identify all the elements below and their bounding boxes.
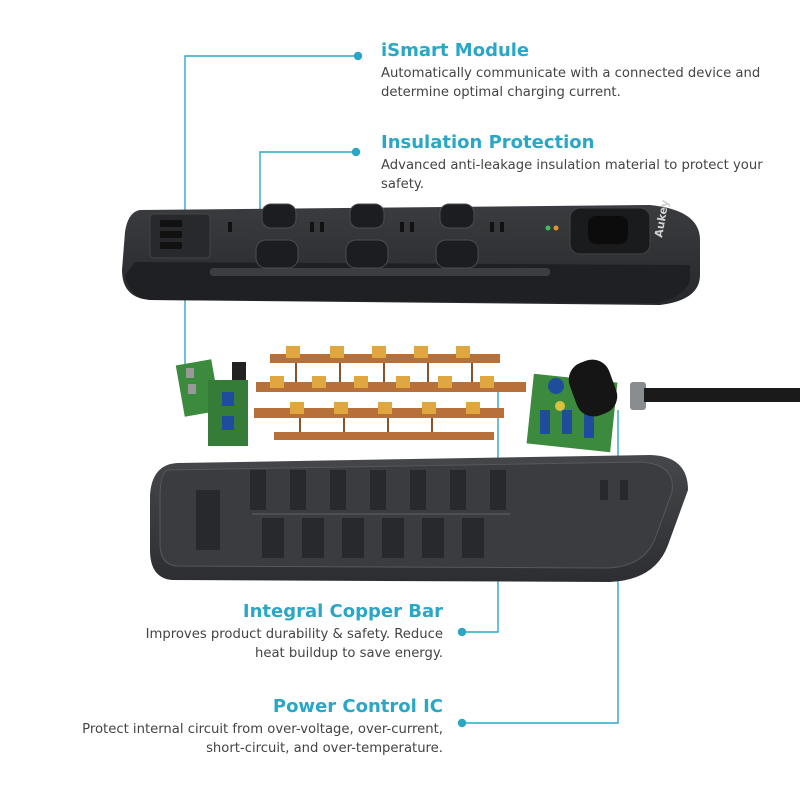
callout-text: Improves product durability & safety. Re… <box>145 627 443 661</box>
brand-logo: Aukey <box>652 199 671 239</box>
indicator-led-green <box>545 225 551 231</box>
copper-bar <box>254 354 526 440</box>
callout-power-control-ic: Power Control IC Protect internal circui… <box>60 696 443 758</box>
callout-insulation-protection: Insulation Protection Advanced anti-leak… <box>381 132 781 194</box>
callout-text: Automatically communicate with a connect… <box>381 66 761 100</box>
callout-title: iSmart Module <box>381 40 530 61</box>
callout-title: Insulation Protection <box>381 132 595 153</box>
callout-title: Power Control IC <box>272 696 443 717</box>
callout-text: Protect internal circuit from over-volta… <box>82 722 443 756</box>
power-switch <box>569 207 651 255</box>
usb-ports <box>149 213 211 259</box>
callout-text: Advanced anti-leakage insulation materia… <box>381 158 763 192</box>
indicator-led-orange <box>553 225 559 231</box>
callout-integral-copper-bar: Integral Copper Bar Improves product dur… <box>120 601 443 663</box>
power-strip-bottom-housing <box>150 455 688 582</box>
power-cord <box>568 359 800 417</box>
callout-title: Integral Copper Bar <box>242 601 443 622</box>
callout-ismart-module: iSmart Module Automatically communicate … <box>381 40 781 102</box>
internal-ribs <box>196 470 628 558</box>
left-control-pcb <box>208 380 248 446</box>
internal-components <box>175 346 800 453</box>
power-strip-top-housing: Aukey <box>122 199 700 305</box>
ac-outlets <box>255 203 479 269</box>
